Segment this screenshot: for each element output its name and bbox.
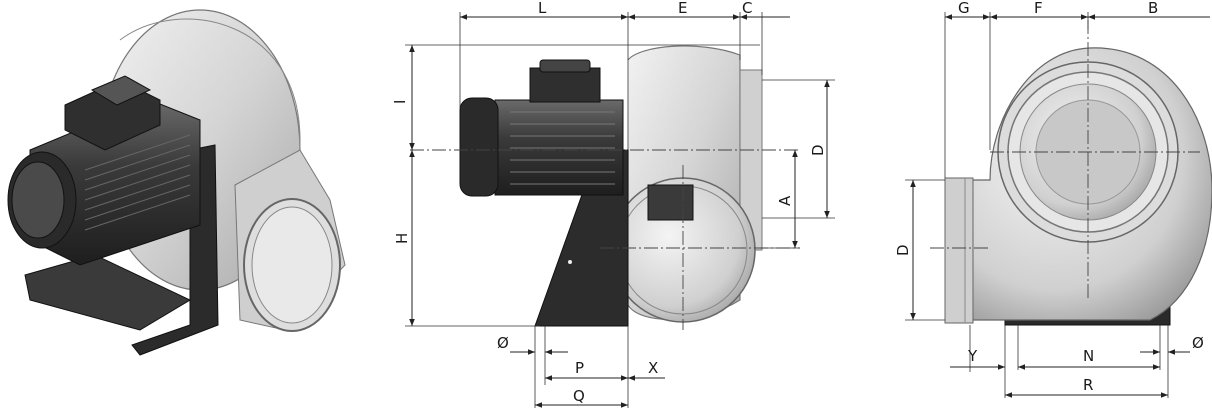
dim-label-Q: Q [573, 387, 585, 405]
dim-label-Y: Y [967, 347, 978, 365]
dim-label-G: G [958, 0, 970, 17]
isometric-view [7, 9, 346, 356]
dim-label-D-side: D [809, 144, 827, 156]
dim-label-C: C [742, 0, 752, 17]
dim-label-F: F [1034, 0, 1043, 17]
dim-label-A: A [776, 195, 794, 206]
dim-label-X: X [648, 359, 658, 377]
dim-label-I: I [391, 100, 409, 104]
front-extension-lines [905, 12, 1169, 398]
front-dimension-lines [910, 14, 1210, 398]
side-terminal-lid [539, 59, 591, 73]
side-motor-fins [510, 111, 615, 185]
iso-motor-fins [84, 134, 191, 231]
front-outlet-flange [944, 177, 974, 324]
side-motor-endcap [459, 97, 499, 197]
dim-label-N: N [1083, 347, 1094, 365]
dim-label-R: R [1083, 376, 1093, 394]
side-terminal-box [529, 67, 601, 103]
dim-label-L: L [538, 0, 547, 17]
dim-label-E: E [678, 0, 687, 17]
side-extension-lines [405, 12, 835, 408]
dim-label-B: B [1148, 0, 1158, 17]
dim-label-D-front: D [894, 244, 912, 256]
front-view: G F B D Y N Ø R [894, 0, 1212, 398]
iso-motor-endcap-face [11, 161, 65, 239]
iso-outlet-inner [251, 206, 333, 324]
side-dimension-lines [409, 14, 830, 408]
dim-label-H: H [393, 233, 411, 244]
iso-terminal-lid [90, 75, 152, 106]
side-view: L E C I H D A Ø P X Q [391, 0, 835, 408]
diameter-symbol-right: Ø [1192, 334, 1204, 352]
dim-label-P: P [575, 359, 584, 377]
side-outlet-clip [647, 184, 694, 221]
diameter-symbol-left: Ø [497, 334, 509, 352]
side-support-hole [568, 260, 572, 264]
